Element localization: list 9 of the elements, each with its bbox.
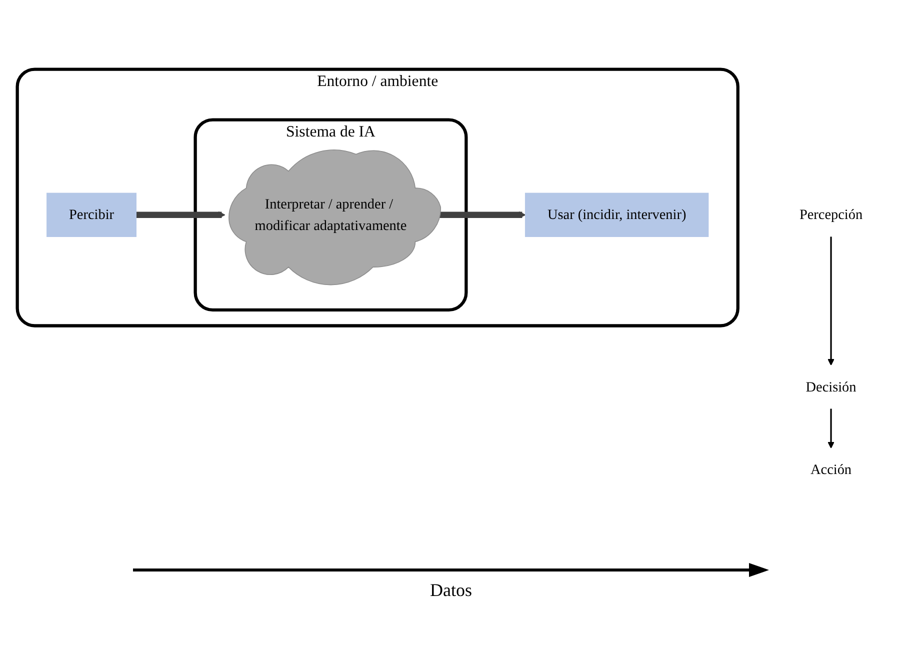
node-text: Percepción <box>799 206 863 222</box>
node-box: Percibir <box>46 192 136 237</box>
arrow-label: Datos <box>430 580 472 601</box>
arrow <box>828 408 834 448</box>
node-text: Acción <box>810 461 852 477</box>
arrow <box>136 211 226 218</box>
node-box: Usar (incidir, intervenir) <box>524 192 709 237</box>
arrow <box>828 236 834 366</box>
node-text: Decisión <box>806 378 856 394</box>
